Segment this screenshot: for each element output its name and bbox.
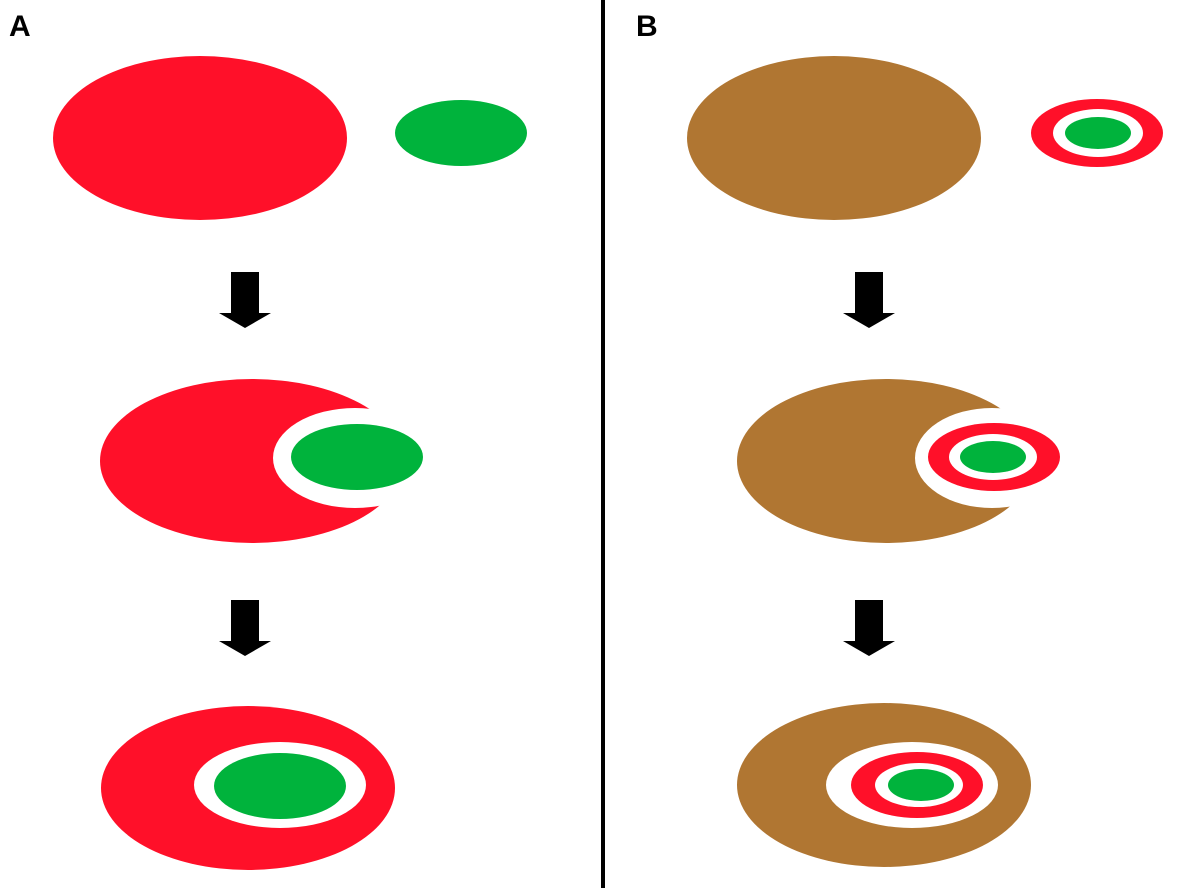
- down-arrow-icon: [219, 600, 271, 656]
- panel-a: [53, 56, 527, 870]
- red-cell-with-green: [1031, 99, 1163, 167]
- green-cell: [214, 753, 346, 819]
- brown-cell: [737, 379, 1035, 543]
- panel-a-stage-complete-engulfment: [101, 706, 395, 870]
- panel-a-label: A: [9, 10, 31, 43]
- panel-b: [687, 56, 1163, 867]
- down-arrow-icon: [219, 272, 271, 328]
- red-cell: [100, 379, 404, 543]
- down-arrow-icon: [843, 600, 895, 656]
- red-cell-with-green: [928, 423, 1060, 491]
- panel-b-stage-complete-engulfment: [737, 703, 1031, 867]
- panel-a-stage-separate: [53, 56, 527, 220]
- green-cell: [395, 100, 527, 166]
- green-cell: [888, 769, 954, 801]
- green-cell: [1065, 117, 1131, 149]
- panel-b-label: B: [636, 10, 658, 43]
- panel-a-stage-partial-engulfment: [100, 379, 423, 543]
- panel-divider: [601, 0, 605, 888]
- brown-cell: [687, 56, 981, 220]
- red-cell: [53, 56, 347, 220]
- green-cell: [960, 441, 1026, 473]
- panel-b-stage-partial-engulfment: [737, 379, 1060, 543]
- green-cell: [291, 424, 423, 490]
- panel-b-stage-separate: [687, 56, 1163, 220]
- down-arrow-icon: [843, 272, 895, 328]
